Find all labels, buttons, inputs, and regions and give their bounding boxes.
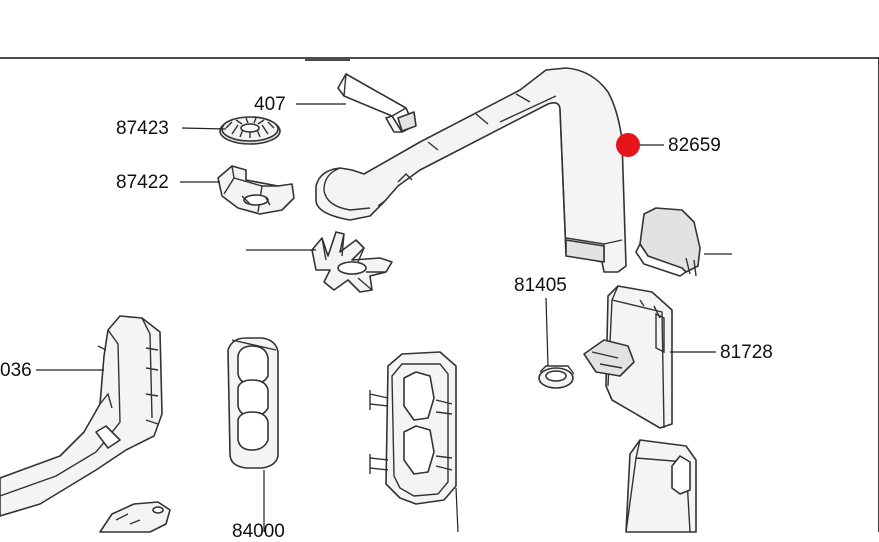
label-84000[interactable]: 84000 — [232, 521, 285, 542]
highlight-marker[interactable] — [616, 133, 640, 157]
label-81728[interactable]: 81728 — [720, 342, 773, 363]
part-87423-impeller[interactable] — [219, 116, 281, 145]
part-82659-suction-tube[interactable] — [315, 67, 627, 273]
part-036-handle[interactable] — [0, 315, 163, 517]
part-81405-grommet[interactable] — [538, 365, 575, 389]
part-87422-holder[interactable] — [217, 165, 295, 215]
label-81405[interactable]: 81405 — [514, 275, 567, 296]
part-bottom-clip[interactable] — [99, 501, 171, 533]
part-end-cap[interactable] — [635, 207, 701, 277]
part-plug-bottom-right[interactable] — [625, 439, 697, 533]
label-87422[interactable]: 87422 — [116, 172, 169, 193]
leader-87423 — [181, 127, 227, 130]
part-407-bracket[interactable] — [337, 73, 417, 133]
label-82659[interactable]: 82659 — [668, 135, 721, 156]
leader-filter — [455, 487, 459, 533]
part-84000-seal[interactable] — [227, 337, 279, 469]
leader-81405 — [545, 297, 549, 367]
part-filter-frame[interactable] — [369, 351, 457, 505]
label-87423[interactable]: 87423 — [116, 118, 169, 139]
frame-border — [0, 57, 879, 532]
part-clip-star[interactable] — [311, 231, 393, 293]
label-407[interactable]: 407 — [254, 94, 286, 115]
label-036[interactable]: 036 — [0, 360, 32, 381]
part-81728-connector[interactable] — [583, 285, 673, 429]
